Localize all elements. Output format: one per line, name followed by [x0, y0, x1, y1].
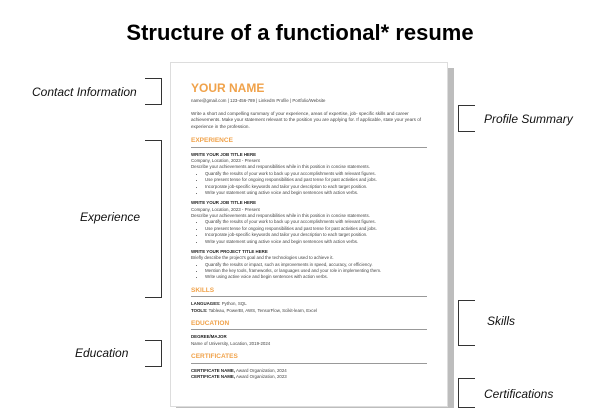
job-bullet: Use present tense for ongoing responsibi…	[205, 226, 427, 232]
project-desc: Briefly describe the project's goal and …	[191, 255, 334, 261]
certificate-org: Award Organization, 2024	[235, 367, 287, 373]
diagram-title: Structure of a functional* resume	[126, 20, 474, 45]
bracket-education	[145, 340, 162, 367]
resume-contact: name@gmail.com | 123-456-789 | LinkedIn …	[191, 98, 326, 104]
certificate-line: CERTIFICATE NAME, Award Organization, 20…	[191, 374, 427, 380]
job-title: WRITE YOUR JOB TITLE HERE	[191, 200, 257, 206]
job-entry: WRITE YOUR JOB TITLE HERE Company, Locat…	[191, 152, 427, 197]
job-bullet: Use present tense for ongoing responsibi…	[205, 177, 427, 183]
label-experience: Experience	[80, 210, 141, 224]
job-entry: WRITE YOUR JOB TITLE HERE Company, Locat…	[191, 200, 427, 245]
certificate-org: Award Organization, 2023	[235, 373, 287, 379]
label-certifications: Certifications	[484, 387, 554, 401]
resume-summary: Write a short and compelling summary of …	[191, 110, 422, 130]
certificate-name: CERTIFICATE NAME,	[191, 367, 236, 373]
skill-line: LANGUAGES: Python, SQL	[191, 301, 427, 307]
university: Name of University, Location, 2019-2024	[191, 340, 271, 346]
certificates-heading: CERTIFICATES	[191, 352, 427, 364]
skill-key: TOOLS:	[191, 307, 208, 313]
bracket-profile	[458, 105, 475, 132]
project-title: WRITE YOUR PROJECT TITLE HERE	[191, 248, 268, 254]
job-company: Company, Location, 2023 - Present	[191, 158, 260, 164]
degree: DEGREE/MAJOR	[191, 334, 227, 340]
job-bullet: Quantify the results of your work to bac…	[205, 219, 427, 225]
skill-line: TOOLS: Tableau, PowerBI, AWS, TensorFlow…	[191, 308, 427, 314]
skills-heading: SKILLS	[191, 286, 427, 298]
job-company: Company, Location, 2023 - Present	[191, 206, 260, 212]
job-bullet: Quantify the results of your work to bac…	[205, 171, 427, 177]
resume-name: YOUR NAME	[191, 81, 265, 95]
certificate-name: CERTIFICATE NAME,	[191, 373, 236, 379]
project-bullet: Write using active voice and begin sente…	[205, 274, 427, 280]
bracket-contact	[145, 78, 162, 105]
bracket-certifications	[458, 378, 475, 408]
project: WRITE YOUR PROJECT TITLE HERE Briefly de…	[191, 249, 427, 281]
job-bullet: Incorporate job-specific keywords and ta…	[205, 184, 427, 190]
label-education: Education	[75, 346, 129, 360]
resume-page: YOUR NAME name@gmail.com | 123-456-789 |…	[170, 62, 448, 407]
bracket-experience	[145, 140, 162, 298]
project-bullet: Mention the key tools, frameworks, or la…	[205, 268, 427, 274]
label-contact: Contact Information	[32, 85, 137, 99]
label-skills: Skills	[487, 314, 516, 328]
job-bullet: Incorporate job-specific keywords and ta…	[205, 232, 427, 238]
job-bullet: Write your statement using active voice …	[205, 190, 427, 196]
certificate-line: CERTIFICATE NAME, Award Organization, 20…	[191, 368, 427, 374]
job-desc: Describe your achievements and responsib…	[191, 213, 370, 219]
job-title: WRITE YOUR JOB TITLE HERE	[191, 151, 257, 157]
label-profile: Profile Summary	[484, 112, 573, 126]
experience-heading: EXPERIENCE	[191, 136, 427, 148]
skill-value: Python, SQL	[220, 301, 247, 307]
job-bullet: Write your statement using active voice …	[205, 239, 427, 245]
skill-key: LANGUAGES:	[191, 301, 221, 307]
skill-value: Tableau, PowerBI, AWS, TensorFlow, Sciki…	[207, 307, 317, 313]
project-bullet: Quantify the results or impact, such as …	[205, 262, 427, 268]
job-desc: Describe your achievements and responsib…	[191, 164, 370, 170]
bracket-skills	[458, 300, 475, 346]
education-heading: EDUCATION	[191, 319, 427, 331]
